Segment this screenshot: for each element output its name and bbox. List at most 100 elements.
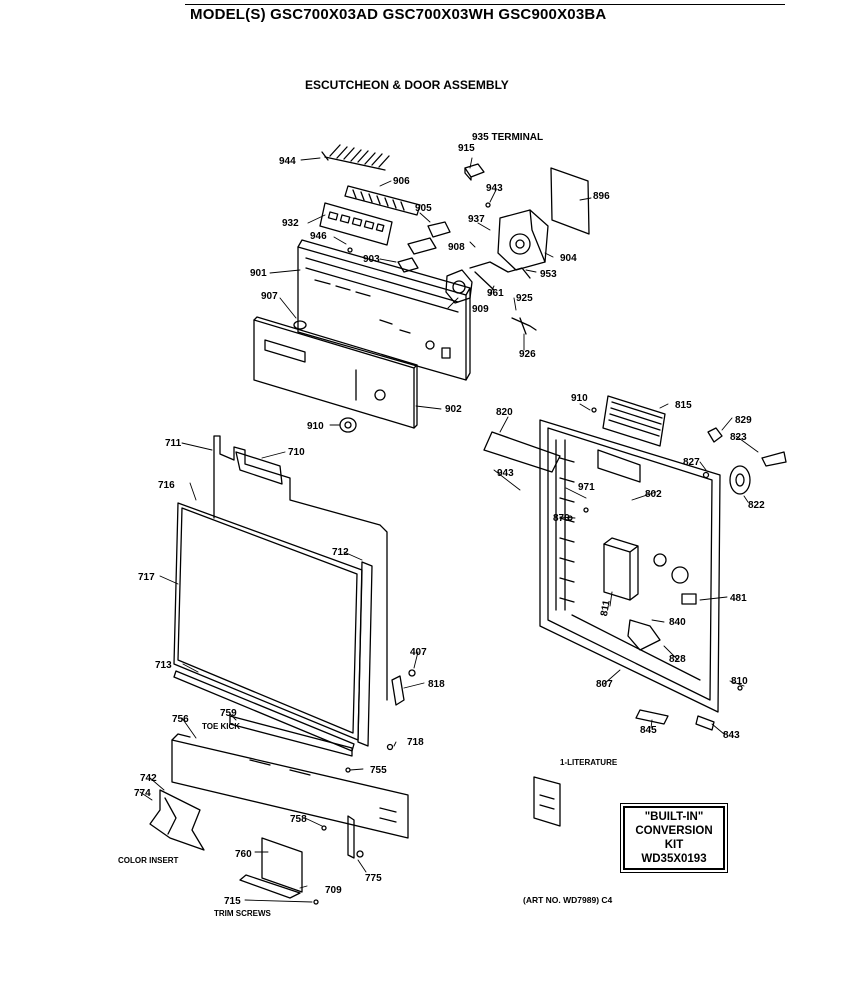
label-925: 925 [516, 293, 533, 304]
label-943a: 943 [486, 183, 503, 194]
part-840-rinse [627, 619, 661, 651]
label-870: 870 [553, 513, 570, 524]
kit-line-1: "BUILT-IN" [644, 811, 704, 823]
label-818: 818 [428, 679, 445, 690]
label-901: 901 [250, 268, 267, 279]
label-845: 845 [640, 725, 657, 736]
label-760: 760 [235, 849, 252, 860]
part-823-stem [761, 451, 787, 467]
label-712: 712 [332, 547, 349, 558]
label-758: 758 [290, 814, 307, 825]
label-907: 907 [261, 291, 278, 302]
assembly-title: ESCUTCHEON & DOOR ASSEMBLY [305, 78, 509, 92]
label-909: 909 [472, 304, 489, 315]
label-color-insert: COLOR INSERT [118, 856, 179, 865]
label-711: 711 [165, 438, 182, 449]
part-759-toe-kick [229, 715, 353, 757]
part-822-gear [729, 465, 751, 495]
part-915-terminal [464, 163, 485, 181]
label-944: 944 [279, 156, 296, 167]
part-829-knob [707, 427, 723, 443]
part-843-clip [695, 715, 715, 731]
label-908: 908 [448, 242, 465, 253]
label-896: 896 [593, 191, 610, 202]
label-802: 802 [645, 489, 662, 500]
label-820: 820 [496, 407, 513, 418]
conversion-kit-box: "BUILT-IN" CONVERSION KIT WD35X0193 [620, 803, 728, 873]
part-807-inner-door [539, 419, 721, 713]
label-759: 759 [220, 708, 237, 719]
part-902-front-panel [253, 316, 418, 429]
label-716: 716 [158, 480, 175, 491]
label-710: 710 [288, 447, 305, 458]
label-742: 742 [140, 773, 157, 784]
label-961: 961 [487, 288, 504, 299]
part-909-knob [445, 269, 473, 304]
label-407: 407 [410, 647, 427, 658]
label-902a: 902 [445, 404, 462, 415]
label-774: 774 [134, 788, 151, 799]
label-843: 843 [723, 730, 740, 741]
part-944-harness [321, 144, 390, 171]
label-943b: 943 [497, 468, 514, 479]
label-709: 709 [325, 885, 342, 896]
label-828: 828 [669, 654, 686, 665]
label-953: 953 [540, 269, 557, 280]
part-710-door-liner [213, 435, 388, 701]
part-756-bottom-panel [171, 733, 409, 839]
title-rule [185, 4, 785, 5]
part-481-switch [681, 593, 697, 605]
part-961-wire [469, 261, 531, 279]
label-toe-kick: TOE KICK [202, 722, 240, 731]
label-481: 481 [730, 593, 747, 604]
part-774-color-insert [149, 789, 205, 851]
part-904-timer [497, 209, 549, 271]
label-trim-screws: TRIM SCREWS [214, 909, 272, 918]
label-905: 905 [415, 203, 432, 214]
part-932-switch-panel [319, 202, 393, 246]
label-926: 926 [519, 349, 536, 360]
part-901-escutcheon [297, 239, 471, 381]
label-807: 807 [596, 679, 613, 690]
label-906: 906 [393, 176, 410, 187]
part-896-label [550, 167, 590, 235]
part-709-kickplate [239, 815, 355, 899]
label-932: 932 [282, 218, 299, 229]
label-937: 937 [468, 214, 485, 225]
label-823: 823 [730, 432, 747, 443]
label-756: 756 [172, 714, 189, 725]
label-915: 915 [458, 143, 475, 154]
part-815-vent [602, 395, 666, 447]
label-946: 946 [310, 231, 327, 242]
label-713: 713 [155, 660, 172, 671]
label-775: 775 [365, 873, 382, 884]
part-908-plate [407, 237, 437, 255]
part-845-latch [635, 709, 669, 725]
label-840: 840 [669, 617, 686, 628]
label-822: 822 [748, 500, 765, 511]
kit-line-3: KIT [664, 839, 684, 851]
part-906-switch-bar [344, 185, 421, 216]
part-905-bracket [427, 221, 451, 238]
art-number: (ART NO. WD7989) C4 [523, 895, 613, 905]
part-820-bracket [483, 431, 561, 473]
label-815: 815 [675, 400, 692, 411]
label-810b: 810 [731, 676, 748, 687]
model-line: MODEL(S) GSC700X03AD GSC700X03WH GSC900X… [190, 6, 607, 23]
label-904: 904 [560, 253, 577, 264]
part-811-dispenser [603, 537, 639, 601]
label-829: 829 [735, 415, 752, 426]
part-literature [533, 776, 561, 827]
label-717: 717 [138, 572, 155, 583]
label-910b: 910 [571, 393, 588, 404]
label-literature: 1-LITERATURE [560, 758, 618, 767]
label-718: 718 [407, 737, 424, 748]
label-827: 827 [683, 457, 700, 468]
kit-line-4: WD35X0193 [641, 853, 707, 865]
label-715: 715 [224, 896, 241, 907]
part-713-strip [173, 670, 355, 752]
label-910a: 910 [307, 421, 324, 432]
title-bar [0, 0, 848, 22]
kit-line-2: CONVERSION [635, 825, 713, 837]
part-910-knob [339, 417, 357, 433]
